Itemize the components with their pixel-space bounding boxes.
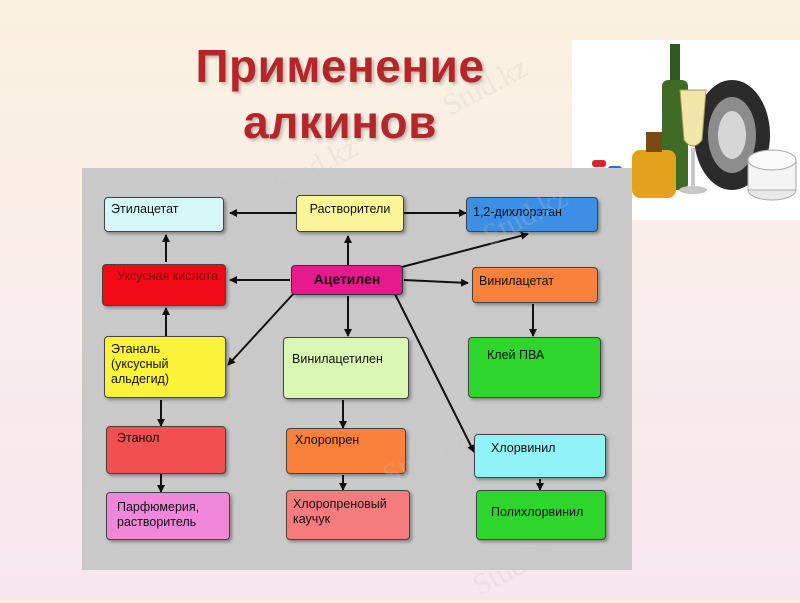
node-chloroprene: Хлоропрен [286, 428, 406, 474]
jar-icon [747, 149, 797, 201]
node-acetylene: Ацетилен [291, 265, 403, 295]
slide-title: Применение алкинов [170, 38, 510, 150]
node-chloroprene-rubber: Хлоропреновый каучук [286, 490, 410, 540]
tire-icon [694, 80, 770, 190]
node-dichloroethane: 1,2-дихлорэтан [466, 197, 598, 232]
perfume-icon [632, 132, 676, 198]
glass-icon [679, 89, 707, 194]
node-vinylacetylene: Винилацетилен [283, 337, 409, 399]
arrow-acetylene-vinylacetate [403, 278, 469, 287]
node-ethyl-acetate: Этилацетат [104, 197, 224, 232]
node-vinyl-acetate: Винилацетат [472, 267, 598, 303]
node-ethanal: Этаналь (уксусный альдегид) [104, 336, 226, 398]
node-polyvinyl-chloride: Полихлорвинил [476, 490, 606, 540]
arrow-acetylene-dichloroethane [397, 231, 529, 269]
node-solvents: Растворители [296, 195, 404, 232]
arrow-acetylene-vinylchloride [394, 293, 475, 453]
title-line-1: Применение [195, 40, 485, 92]
products-photo [572, 40, 800, 220]
node-acetic-acid: Уксусная кислота [102, 264, 226, 306]
node-vinyl-chloride: Хлорвинил [474, 434, 606, 478]
node-ethanol: Этанол [106, 426, 226, 474]
node-pva-glue: Клей ПВА [468, 337, 601, 398]
arrow-acetylene-ethanal [227, 291, 296, 366]
node-perfumery: Парфюмерия, растворитель [106, 492, 230, 540]
title-line-2: алкинов [243, 96, 437, 148]
